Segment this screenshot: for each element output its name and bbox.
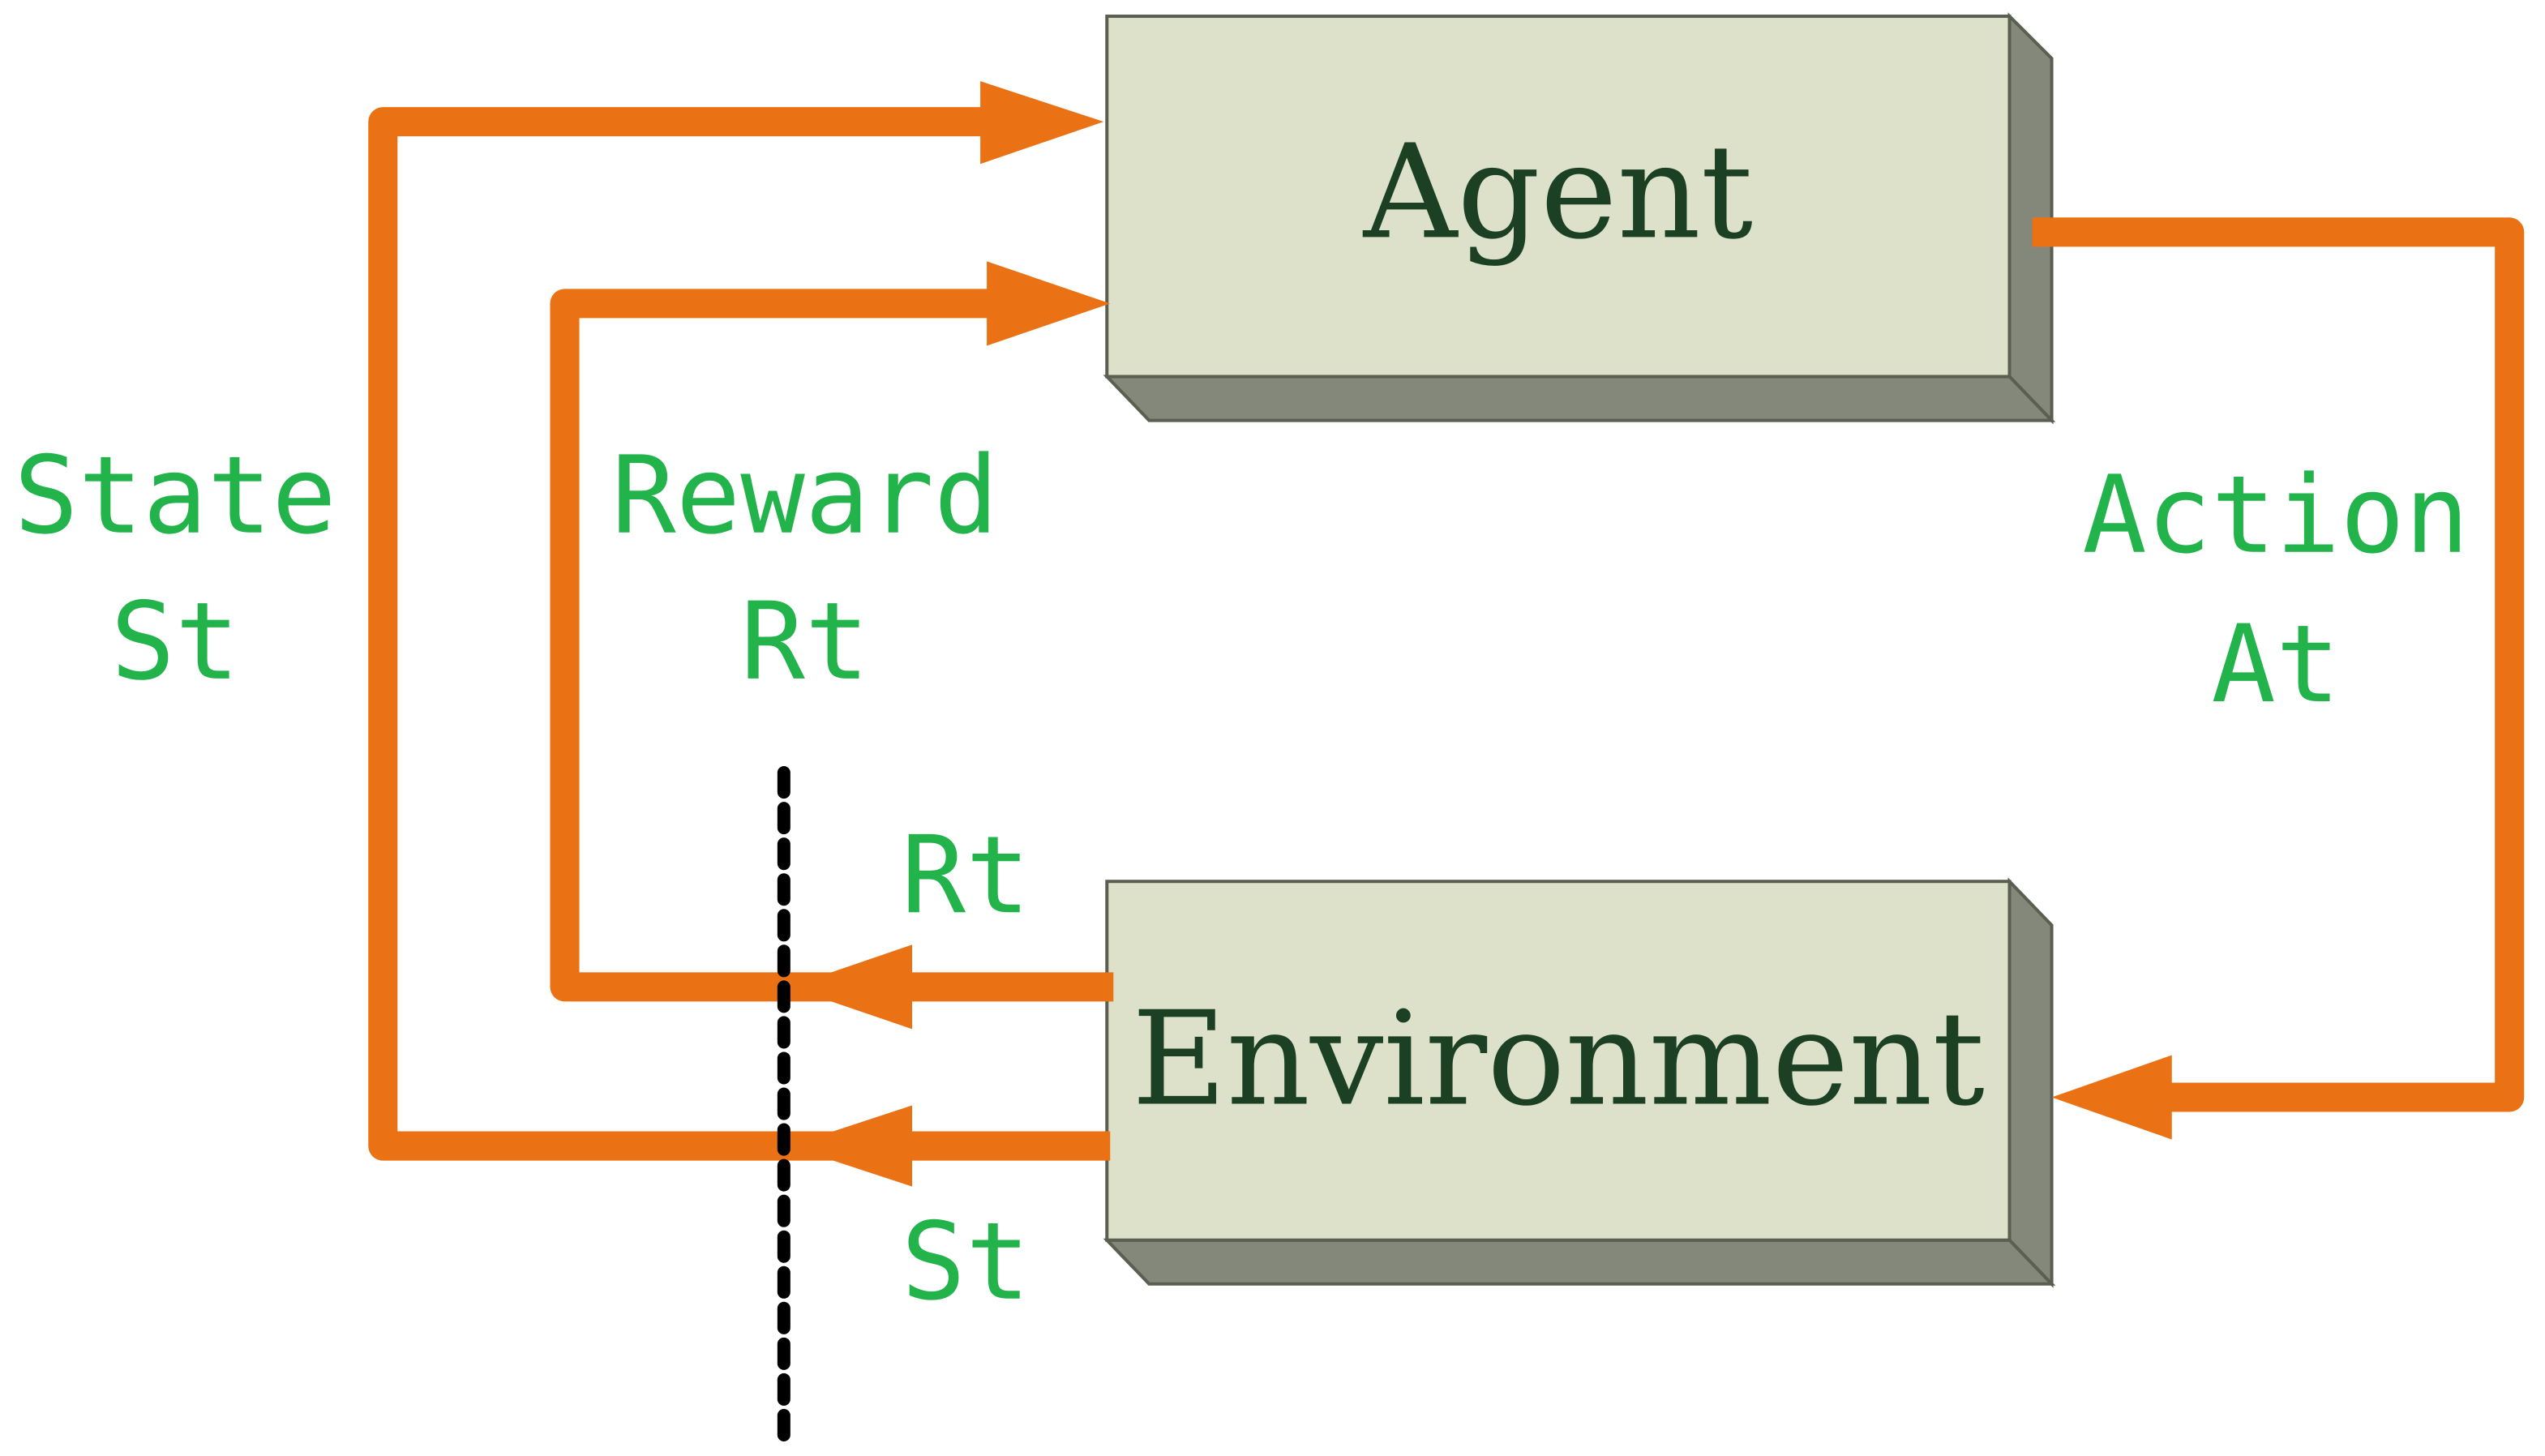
environment-box-side xyxy=(2007,877,2054,1288)
agent-box-face xyxy=(1105,15,2012,379)
action-symbol-label: At xyxy=(2211,602,2340,727)
action-label: Action xyxy=(2082,453,2469,578)
reward-arrow xyxy=(550,261,1114,1030)
action-arrow-head xyxy=(2051,1055,2172,1140)
environment-box-bottom xyxy=(1103,1238,2056,1286)
action-arrow-line xyxy=(2032,217,2525,1112)
state-arrow-head-out xyxy=(788,1105,913,1187)
state-arrow-line xyxy=(368,107,1111,1161)
agent-node: Agent xyxy=(1103,12,2056,425)
reward-output-label: Rt xyxy=(902,813,1030,938)
agent-label: Agent xyxy=(1363,116,1753,268)
state-label: State xyxy=(14,434,336,559)
reward-label: Reward xyxy=(611,434,998,559)
reward-arrow-head-out xyxy=(788,944,913,1030)
action-arrow xyxy=(2032,217,2525,1140)
reward-arrow-head-agent xyxy=(987,261,1111,346)
reward-symbol-label: Rt xyxy=(740,580,869,704)
environment-node: Environment xyxy=(1103,877,2056,1288)
state-arrow-head-agent xyxy=(980,81,1104,165)
agent-box-bottom xyxy=(1103,375,2056,422)
environment-box-face xyxy=(1105,880,2012,1242)
environment-label: Environment xyxy=(1132,983,1985,1135)
state-symbol-label: St xyxy=(110,580,239,704)
state-output-label: St xyxy=(902,1200,1030,1325)
state-arrow xyxy=(368,81,1111,1187)
